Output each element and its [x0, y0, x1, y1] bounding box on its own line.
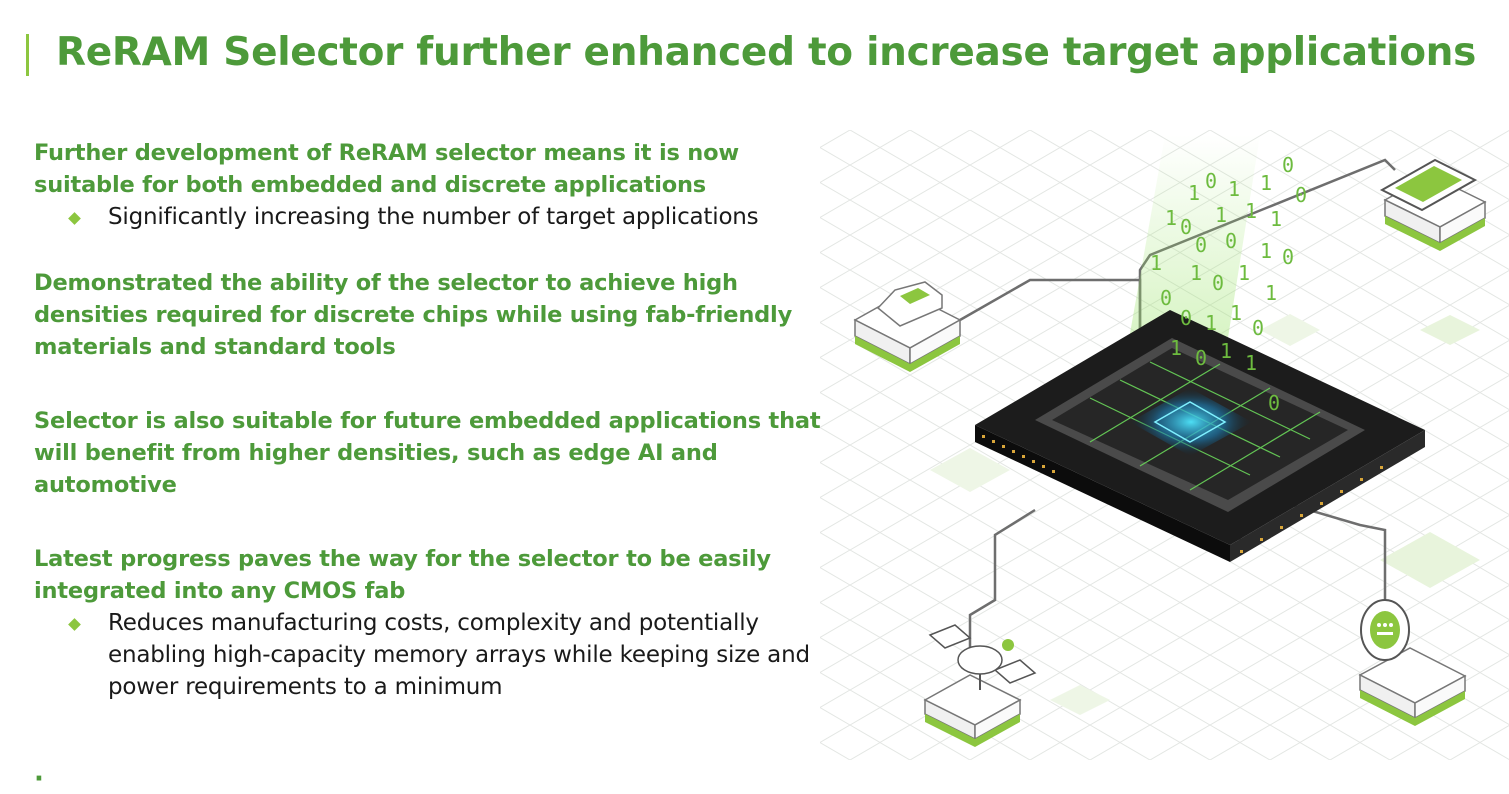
binary-digit: 1	[1245, 199, 1257, 223]
binary-digit: 1	[1215, 203, 1227, 227]
point-1-heading: Further development of ReRAM selector me…	[34, 140, 739, 198]
binary-digit: 1	[1230, 301, 1242, 325]
binary-digit: 0	[1195, 346, 1207, 370]
diamond-bullet-icon	[68, 212, 81, 225]
slide-title: ReRAM Selector further enhanced to incre…	[56, 30, 1477, 75]
chip-icon	[975, 310, 1425, 562]
binary-digit: 1	[1228, 177, 1240, 201]
satellite-icon	[923, 624, 1037, 747]
binary-digit: 0	[1180, 306, 1192, 330]
bullet-content: Further development of ReRAM selector me…	[34, 137, 824, 703]
binary-digit: 1	[1165, 206, 1177, 230]
point-4-heading: Latest progress paves the way for the se…	[34, 546, 771, 604]
point-1-bullet-text: Significantly increasing the number of t…	[108, 204, 759, 230]
binary-digit: 1	[1265, 281, 1277, 305]
binary-digit: 0	[1252, 316, 1264, 340]
binary-digit: 0	[1180, 215, 1192, 239]
binary-digit: 0	[1282, 245, 1294, 269]
point-4-bullet: Reduces manufacturing costs, complexity …	[34, 607, 824, 703]
point-1-bullet: Significantly increasing the number of t…	[34, 201, 824, 233]
binary-digit: 1	[1205, 311, 1217, 335]
binary-digit: 1	[1238, 261, 1250, 285]
binary-digit: 1	[1260, 239, 1272, 263]
title-accent-bar	[26, 34, 29, 76]
meter-icon	[1358, 599, 1467, 726]
binary-digit: 1	[1220, 339, 1232, 363]
phone-icon	[1379, 158, 1487, 251]
car-icon	[853, 281, 962, 372]
binary-digit: 1	[1150, 251, 1162, 275]
binary-digit: 1	[1260, 171, 1272, 195]
binary-digit: 0	[1160, 286, 1172, 310]
binary-digit: 1	[1188, 181, 1200, 205]
binary-digit: 0	[1205, 169, 1217, 193]
binary-digit: 0	[1268, 391, 1280, 415]
binary-digit: 1	[1170, 336, 1182, 360]
binary-digit: 0	[1225, 229, 1237, 253]
binary-digit: 1	[1190, 261, 1202, 285]
point-4-bullet-text: Reduces manufacturing costs, complexity …	[108, 610, 810, 700]
binary-digit: 0	[1295, 183, 1307, 207]
binary-digit: 0	[1195, 233, 1207, 257]
company-logo-partial: ·	[34, 764, 44, 794]
binary-digit: 0	[1282, 153, 1294, 177]
diamond-bullet-icon	[68, 618, 81, 631]
point-2-heading: Demonstrated the ability of the selector…	[34, 270, 793, 360]
binary-digit: 0	[1212, 271, 1224, 295]
point-3-heading: Selector is also suitable for future emb…	[34, 408, 821, 498]
binary-digit: 1	[1270, 207, 1282, 231]
binary-digit: 1	[1245, 351, 1257, 375]
